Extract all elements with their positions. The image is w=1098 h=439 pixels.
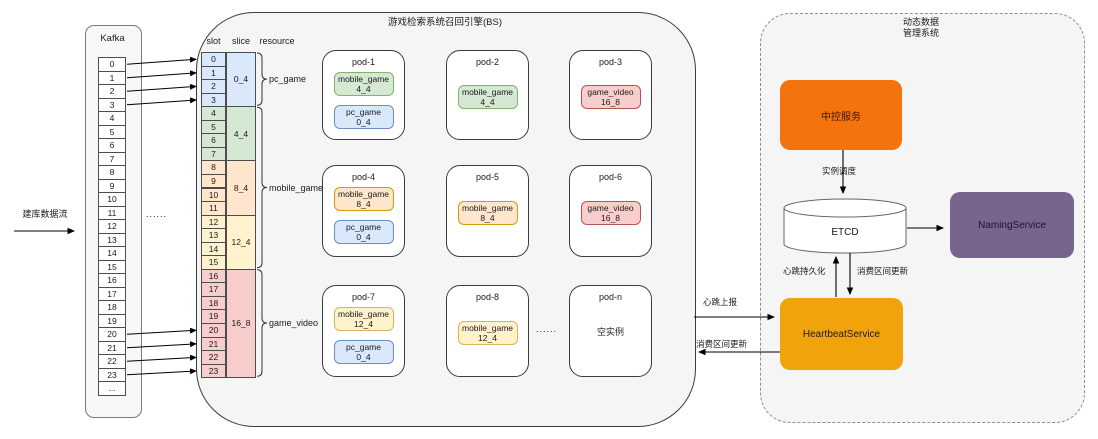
kafka-slot-cell: 16 — [98, 273, 126, 288]
pod-empty-label: 空实例 — [596, 327, 624, 337]
etcd-label: ETCD — [831, 226, 859, 238]
kafka-slot-cell: 20 — [98, 327, 126, 342]
table-slot-cell: 19 — [201, 309, 226, 324]
kafka-slot-cell: 11 — [98, 205, 126, 220]
heartbeat-persist-label: 心跳持久化 — [783, 266, 826, 276]
slice-cell: 8_4 — [226, 160, 256, 216]
table-slot-cell: 9 — [201, 173, 226, 189]
table-slot-cell: 11 — [201, 201, 226, 216]
pod-title: pod-n — [598, 292, 623, 302]
pod-title: pod-6 — [598, 172, 623, 182]
table-slot-cell: 10 — [201, 187, 226, 203]
consume-update-outer-label: 消费区间更新 — [696, 339, 748, 349]
table-slot-cell: 4 — [201, 106, 226, 121]
naming-service-node: NamingService — [950, 192, 1074, 258]
pod-title: pod-4 — [351, 172, 376, 182]
table-header-slot: slot — [206, 36, 221, 46]
kafka-slot-cell: 7 — [98, 151, 126, 166]
heartbeat-service-node: HeartbeatService — [780, 298, 903, 370]
pod-title: pod-2 — [475, 57, 500, 67]
slice-cell: 12_4 — [226, 214, 256, 270]
kafka-slot-cell: 15 — [98, 259, 126, 274]
pod-chip-mobile_game: mobile_game 4_4 — [457, 85, 518, 109]
pod-title: pod-5 — [475, 172, 500, 182]
table-slot-cell: 5 — [201, 119, 226, 135]
pod-chip-pc_game: pc_game 0_4 — [333, 340, 394, 364]
slice-cell: 16_8 — [226, 268, 256, 379]
kafka-slot-cell: 13 — [98, 232, 126, 247]
slice-cell: 4_4 — [226, 106, 256, 162]
table-slot-cell: 7 — [201, 146, 226, 162]
pod-chip-mobile_game: mobile_game 4_4 — [333, 72, 394, 96]
table-slot-cell: 16 — [201, 268, 226, 284]
table-header-slice: slice — [231, 36, 250, 46]
kafka-slot-cell: 4 — [98, 111, 126, 126]
central-service-node: 中控服务 — [780, 80, 902, 150]
kafka-slot-cell: 10 — [98, 192, 126, 207]
bs-engine-title: 游戏检索系统召回引擎(BS) — [387, 17, 502, 28]
table-slot-cell: 17 — [201, 282, 226, 297]
pod-chip-mobile_game: mobile_game 8_4 — [457, 201, 518, 225]
pod-pod-n — [569, 285, 652, 377]
pod-title: pod-3 — [598, 57, 623, 67]
pod-chip-pc_game: pc_game 0_4 — [333, 105, 394, 129]
kafka-slot-cell: 6 — [98, 138, 126, 153]
table-slot-cell: 22 — [201, 350, 226, 365]
table-slot-cell: 12 — [201, 214, 226, 230]
table-slot-cell: 8 — [201, 160, 226, 175]
pod-chip-pc_game: pc_game 0_4 — [333, 220, 394, 244]
input-flow-label: 建库数据流 — [22, 209, 68, 219]
kafka-slot-cell: 22 — [98, 354, 126, 369]
kafka-slot-cell: 2 — [98, 84, 126, 99]
table-slot-cell: 3 — [201, 92, 226, 108]
kafka-slot-cell: 21 — [98, 340, 126, 355]
kafka-slot-cell: 12 — [98, 219, 126, 234]
pod-title: pod-8 — [475, 292, 500, 302]
kafka-slot-cell: 8 — [98, 165, 126, 180]
table-slot-cell: 23 — [201, 363, 226, 379]
table-slot-cell: 1 — [201, 65, 226, 81]
table-slot-cell: 2 — [201, 79, 226, 94]
pod-chip-game_video: game_video 16_8 — [580, 85, 641, 109]
kafka-slot-cell: 18 — [98, 300, 126, 315]
kafka-slot-cell: 1 — [98, 70, 126, 85]
consume-update-inner-label: 消费区间更新 — [857, 266, 909, 276]
pod-chip-mobile_game: mobile_game 8_4 — [333, 187, 394, 211]
kafka-slot-cell: 0 — [98, 57, 126, 72]
kafka-slot-cell: 17 — [98, 286, 126, 301]
kafka-slot-cell: 23 — [98, 367, 126, 382]
heartbeat-report-label: 心跳上报 — [703, 297, 738, 307]
slice-cell: 0_4 — [226, 52, 256, 108]
kafka-slot-cell: 19 — [98, 313, 126, 328]
table-slot-cell: 15 — [201, 255, 226, 270]
kafka-gap-ellipsis: ...... — [146, 209, 168, 219]
resource-label-mobile_game: mobile_game — [269, 182, 324, 193]
table-slot-cell: 20 — [201, 323, 226, 338]
dynamic-system-title: 动态数据 管理系统 — [902, 17, 939, 38]
kafka-slot-cell: 3 — [98, 97, 126, 112]
pod-chip-mobile_game: mobile_game 12_4 — [333, 307, 394, 331]
table-slot-cell: 13 — [201, 228, 226, 243]
resource-label-pc_game: pc_game — [269, 74, 307, 85]
instance-schedule-label: 实例调度 — [822, 166, 857, 176]
table-slot-cell: 21 — [201, 336, 226, 352]
kafka-slot-cell: 14 — [98, 246, 126, 261]
pods-ellipsis: ...... — [536, 324, 558, 334]
resource-label-game_video: game_video — [269, 318, 319, 328]
table-slot-cell: 14 — [201, 241, 226, 257]
table-slot-cell: 18 — [201, 295, 226, 311]
pod-title: pod-7 — [351, 292, 376, 302]
table-slot-cell: 6 — [201, 133, 226, 148]
kafka-title: Kafka — [100, 33, 125, 44]
kafka-slot-cell: ... — [98, 381, 126, 396]
pod-chip-mobile_game: mobile_game 12_4 — [457, 321, 518, 345]
pod-chip-game_video: game_video 16_8 — [580, 201, 641, 225]
table-header-resource: resource — [259, 36, 295, 46]
kafka-slot-cell: 9 — [98, 178, 126, 193]
kafka-slot-cell: 5 — [98, 124, 126, 139]
pod-title: pod-1 — [351, 57, 376, 67]
table-slot-cell: 0 — [201, 52, 226, 67]
